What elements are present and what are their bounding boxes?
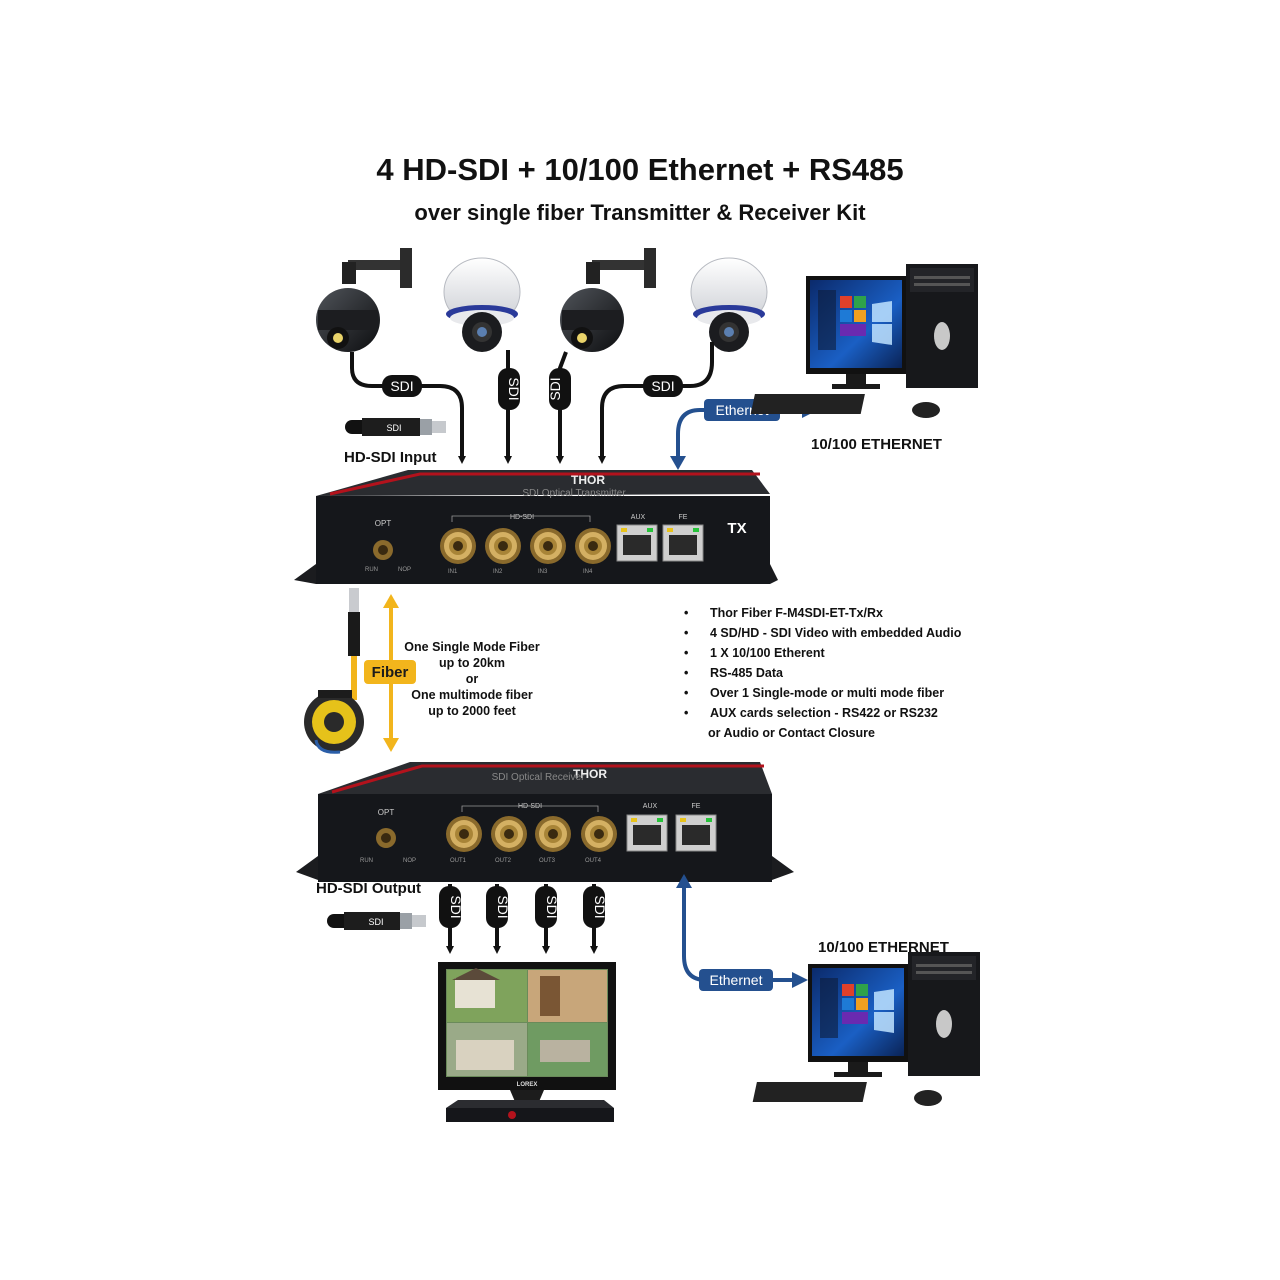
ptz-camera-2-icon [560, 248, 656, 352]
tx-opt-label: OPT [375, 519, 392, 528]
fiber-reel-icon [304, 690, 364, 754]
bnc-cable-bottom-icon: SDI [327, 912, 426, 930]
ethernet-top-label: 10/100 ETHERNET [811, 436, 942, 453]
bnc-cable-icon: SDI [345, 418, 446, 436]
rx-fe-label: FE [692, 803, 701, 810]
dome-camera-2-icon [690, 257, 768, 353]
rx-run-label: RUN [360, 858, 373, 864]
tx-port-in4: IN4 [583, 569, 593, 575]
page-title: 4 HD-SDI + 10/100 Ethernet + RS485 [376, 152, 904, 187]
transmitter-device: THOR SDI Optical Transmitter OPT RUN NOP… [294, 470, 778, 584]
tx-port-in1: IN1 [448, 569, 458, 575]
rx-aux-label: AUX [643, 803, 658, 810]
feature-item: Thor Fiber F-M4SDI-ET-Tx/Rx [684, 605, 961, 625]
tx-fe-label: FE [679, 514, 688, 521]
feature-item: RS-485 Data [684, 665, 961, 685]
rx-nop-label: NOP [403, 858, 416, 864]
sdi-label-2: SDI [506, 377, 522, 400]
tx-brand: THOR [571, 473, 605, 487]
fiber-note-line: up to 20km [439, 656, 505, 670]
ethernet-tag-bottom [699, 969, 773, 991]
desktop-pc-bottom-icon [752, 952, 980, 1106]
sdi-label-4: SDI [651, 378, 674, 394]
bnc-cable-label: SDI [386, 423, 401, 433]
dome-camera-1-icon [443, 257, 521, 353]
sdi-tag-4 [643, 375, 683, 397]
ptz-camera-1-icon [316, 248, 412, 352]
tx-aux-label: AUX [631, 514, 646, 521]
tx-hdsdi-group: HD-SDI [510, 514, 534, 521]
tx-port-in3: IN3 [538, 569, 548, 575]
sdi-tag-2 [498, 368, 520, 410]
desktop-pc-top-icon [750, 264, 978, 418]
tx-name: SDI Optical Transmitter [522, 488, 626, 499]
sdi-tag-1 [382, 375, 422, 397]
fiber-note-line: or [465, 672, 479, 686]
fiber-tag [364, 660, 416, 684]
tx-run-label: RUN [365, 567, 378, 573]
rx-port-out2: OUT2 [495, 858, 512, 864]
fiber-note: One Single Mode Fiber up to 20km or One … [388, 639, 556, 719]
sdi-tag-3 [549, 368, 571, 410]
sdi-out-label-2: SDI [495, 895, 511, 918]
sdi-label-3: SDI [547, 377, 563, 400]
rx-hdsdi-group: HD-SDI [518, 803, 542, 810]
rx-port-out3: OUT3 [539, 858, 556, 864]
ethernet-bottom-label: 10/100 ETHERNET [818, 939, 949, 956]
sdi-out-label-4: SDI [592, 895, 608, 918]
ethernet-label-bottom: Ethernet [710, 972, 763, 988]
cctv-monitor-icon: LOREX [438, 962, 616, 1104]
monitor-brand: LOREX [517, 1082, 538, 1088]
bnc-cable-bottom-label: SDI [368, 917, 383, 927]
feature-item: Over 1 Single-mode or multi mode fiber [684, 685, 961, 705]
sdi-out-label-3: SDI [544, 895, 560, 918]
fiber-note-line: up to 2000 feet [428, 704, 516, 718]
fiber-label: Fiber [372, 664, 409, 681]
rx-opt-label: OPT [378, 808, 395, 817]
fiber-note-line: One multimode fiber [411, 688, 533, 702]
feature-list: Thor Fiber F-M4SDI-ET-Tx/Rx 4 SD/HD - SD… [684, 605, 961, 745]
fiber-note-line: One Single Mode Fiber [404, 640, 540, 654]
rx-port-out4: OUT4 [585, 858, 602, 864]
rx-name: SDI Optical Receiver [492, 772, 585, 783]
feature-item: 4 SD/HD - SDI Video with embedded Audio [684, 625, 961, 645]
sdi-out-label-1: SDI [448, 895, 464, 918]
rx-brand: THOR [573, 767, 607, 781]
receiver-device: THOR SDI Optical Receiver OPT RUN NOP HD… [296, 762, 794, 882]
rx-port-out1: OUT1 [450, 858, 467, 864]
hdsdi-input-label: HD-SDI Input [344, 449, 437, 466]
tx-tag: TX [727, 520, 746, 537]
dvr-recorder-icon [446, 1100, 614, 1122]
feature-item: 1 X 10/100 Etherent [684, 645, 961, 665]
feature-item: AUX cards selection - RS422 or RS232 [684, 705, 961, 725]
fiber-cable-icon [348, 588, 360, 700]
hdsdi-output-label: HD-SDI Output [316, 880, 421, 897]
feature-item-continued: or Audio or Contact Closure [708, 726, 875, 740]
page-subtitle: over single fiber Transmitter & Receiver… [414, 200, 866, 225]
tx-nop-label: NOP [398, 567, 411, 573]
tx-port-in2: IN2 [493, 569, 503, 575]
sdi-label-1: SDI [390, 378, 413, 394]
